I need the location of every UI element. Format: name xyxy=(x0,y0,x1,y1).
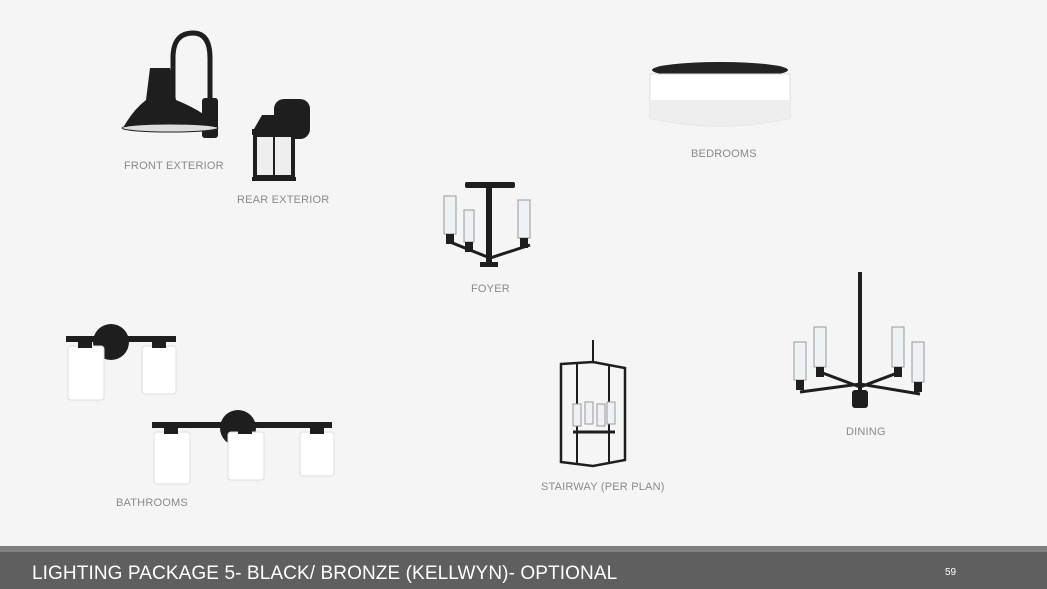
slide-title: LIGHTING PACKAGE 5- BLACK/ BRONZE (KELLW… xyxy=(32,563,618,584)
foyer-fixture-image xyxy=(443,182,531,267)
rear-exterior-fixture-image xyxy=(252,99,310,181)
bathroom-2-light-fixture-image xyxy=(66,324,177,401)
bathrooms-label: BATHROOMS xyxy=(116,497,188,509)
foyer-label: FOYER xyxy=(471,283,510,295)
page-number: 59 xyxy=(945,567,957,578)
bathroom-3-light-fixture-image xyxy=(152,410,335,485)
bedrooms-fixture-image xyxy=(649,62,791,127)
dining-label: DINING xyxy=(846,426,886,438)
front-exterior-fixture-image xyxy=(121,30,219,138)
stairway-label: STAIRWAY (PER PLAN) xyxy=(541,481,665,493)
stairway-fixture-image xyxy=(559,340,627,468)
front-exterior-label: FRONT EXTERIOR xyxy=(124,160,224,172)
dining-fixture-image xyxy=(793,272,925,408)
footer-accent-strip xyxy=(0,546,1047,552)
rear-exterior-label: REAR EXTERIOR xyxy=(237,194,330,206)
footer-bar: LIGHTING PACKAGE 5- BLACK/ BRONZE (KELLW… xyxy=(0,552,1047,589)
bedrooms-label: BEDROOMS xyxy=(691,148,757,160)
